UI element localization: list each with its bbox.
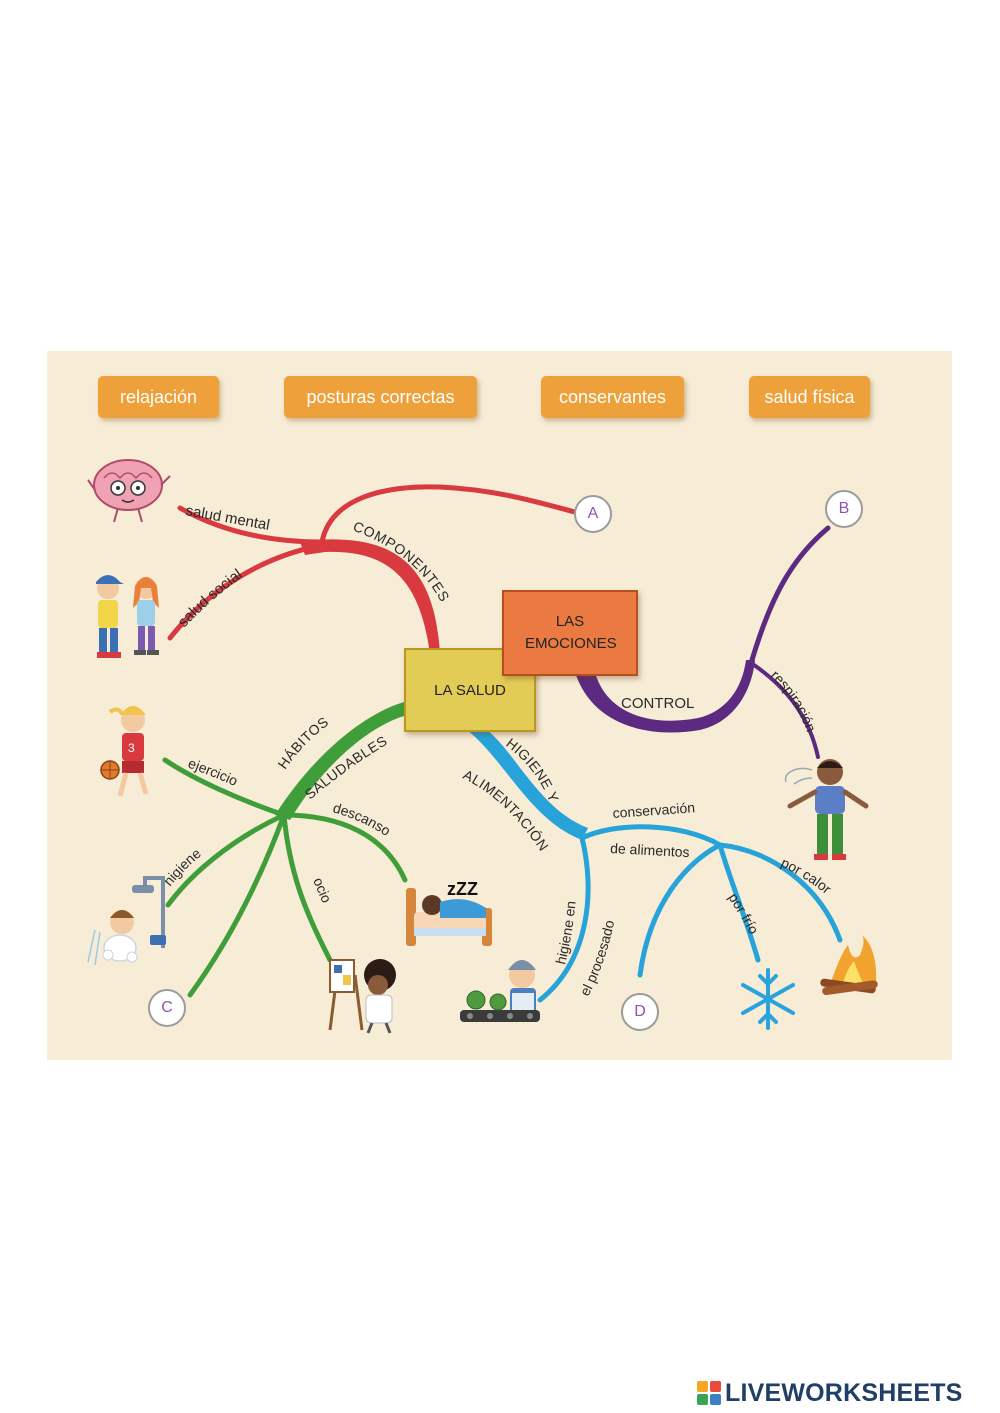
breathing-boy-icon (784, 759, 869, 860)
emotions-label: LAS EMOCIONES (525, 613, 617, 652)
label-control: CONTROL (621, 695, 694, 712)
word-chip-posturas-correctas[interactable]: posturas correctas (284, 376, 477, 418)
label-ocio: ocio (310, 875, 335, 905)
blank-circle-d[interactable]: D (621, 993, 659, 1031)
label-salud-social: salud social (175, 566, 246, 631)
sleeping-bed-icon (406, 888, 492, 946)
label-zzz: zZZ (447, 879, 478, 899)
label-higiene: higiene (160, 845, 204, 889)
branch-componentes (167, 484, 578, 655)
basketball-girl-icon: 3 (100, 706, 149, 797)
blank-circle-c[interactable]: C (148, 989, 186, 1027)
blank-circle-b[interactable]: B (825, 490, 863, 528)
label-de-alimentos: de alimentos (610, 840, 690, 860)
branch-habitos-saludables (162, 702, 408, 998)
campfire-icon (820, 935, 878, 996)
label-ejercicio: ejercicio (186, 755, 240, 789)
friends-icon (96, 575, 159, 658)
snowflake-icon (741, 968, 795, 1030)
painter-icon (328, 959, 396, 1034)
logo-text: LIVEWORKSHEETS (725, 1378, 963, 1407)
liveworksheets-logo: LIVEWORKSHEETS (697, 1376, 963, 1410)
label-conservacion: conservación (612, 799, 695, 821)
branch-higiene-alimentacion (467, 730, 843, 1003)
word-chip-relajacion[interactable]: relajación (98, 376, 219, 418)
svg-text:3: 3 (128, 741, 135, 755)
brain-icon (87, 459, 171, 523)
factory-worker-icon (460, 960, 540, 1022)
blank-circle-a[interactable]: A (574, 495, 612, 533)
shower-icon (87, 876, 166, 966)
logo-mark-icon (697, 1381, 721, 1405)
label-por-frio: por frío (726, 890, 763, 937)
branch-control (575, 525, 831, 759)
word-chip-salud-fisica[interactable]: salud física (749, 376, 870, 418)
word-chip-conservantes[interactable]: conservantes (541, 376, 684, 418)
box-las-emociones: LAS EMOCIONES (502, 590, 638, 676)
label-respiracion: respiración (768, 667, 819, 734)
